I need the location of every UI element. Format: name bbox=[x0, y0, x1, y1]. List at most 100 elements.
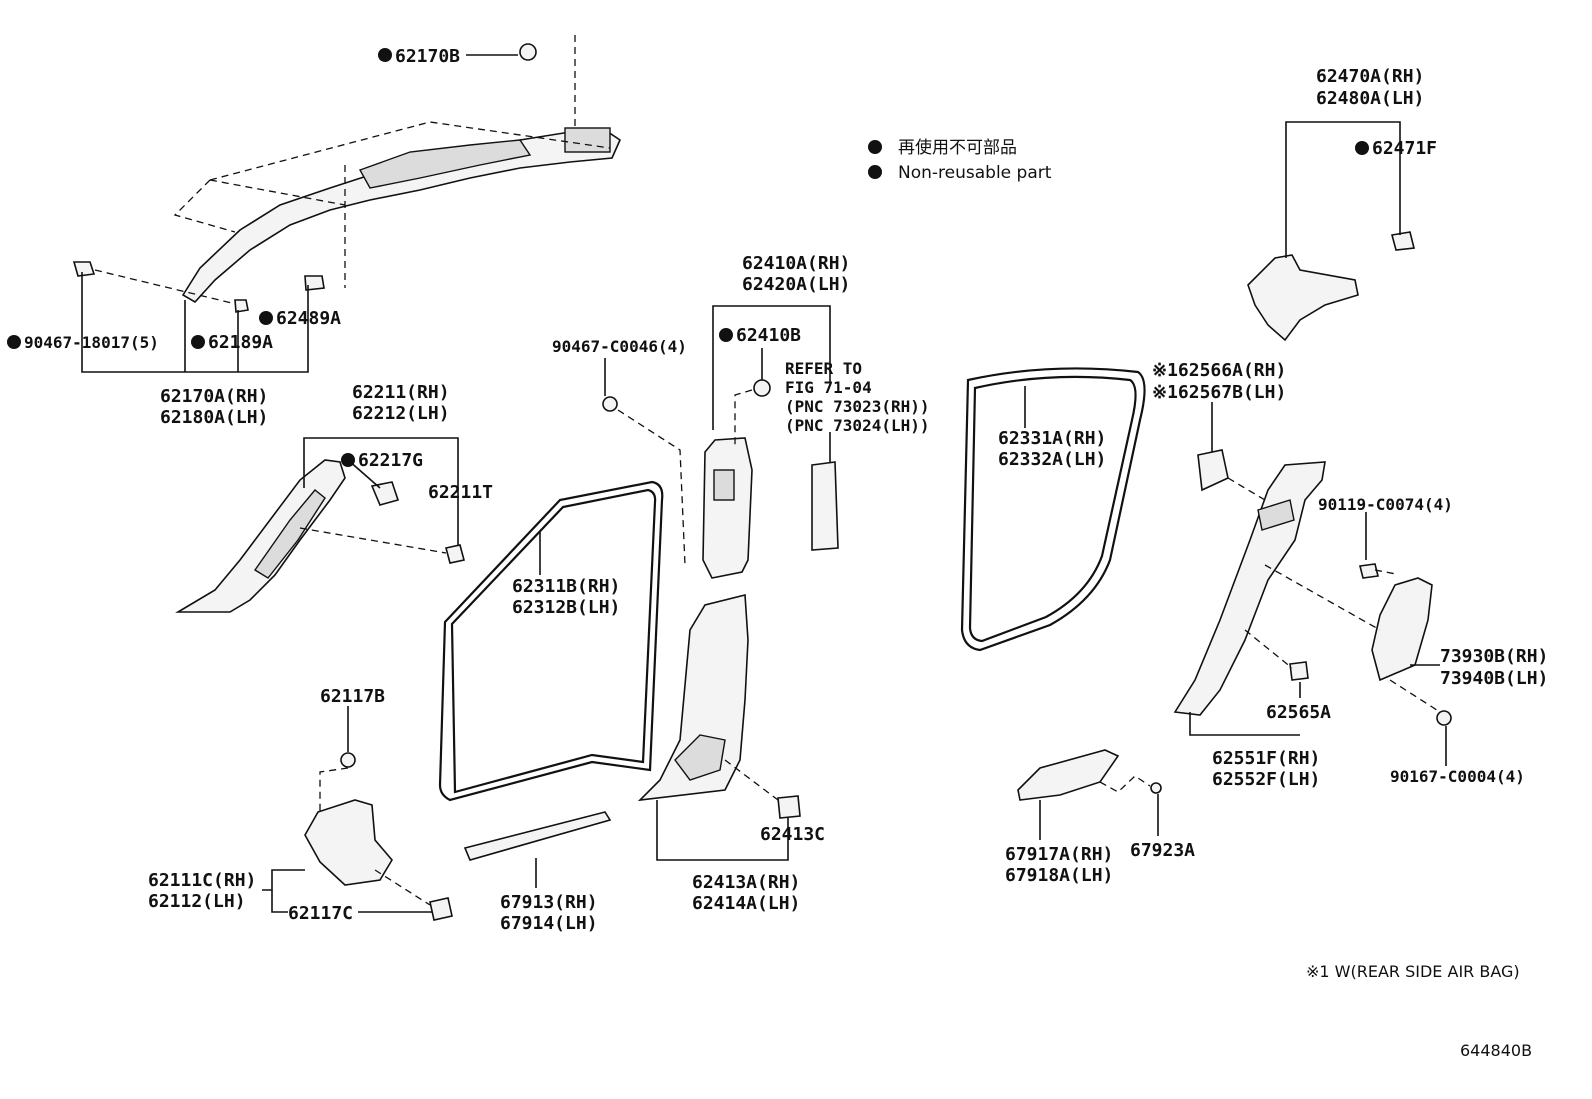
non-reusable-dot-icon bbox=[7, 335, 21, 349]
rear-scuff-plate-group: 67917A(RH) 67918A(LH) 67923A bbox=[1005, 749, 1195, 886]
label-62312B: 62312B(LH) bbox=[512, 597, 620, 618]
label-67914: 67914(LH) bbox=[500, 913, 598, 934]
label-62551F: 62551F(RH) bbox=[1212, 748, 1320, 769]
non-reusable-dot-icon bbox=[191, 335, 205, 349]
label-67918A: 67918A(LH) bbox=[1005, 865, 1113, 886]
label-62471F: 62471F bbox=[1372, 138, 1437, 159]
label-62413C: 62413C bbox=[760, 824, 825, 845]
label-62117B: 62117B bbox=[320, 686, 385, 707]
refer-line-3: (PNC 73023(RH)) bbox=[785, 397, 930, 416]
roof-side-inner-garnish bbox=[1247, 254, 1359, 342]
legend-japanese: 再使用不可部品 bbox=[898, 137, 1017, 158]
label-62566A: ※162566A(RH) bbox=[1152, 360, 1286, 381]
label-62311B: 62311B(RH) bbox=[512, 576, 620, 597]
cowl-side-trim bbox=[304, 799, 393, 886]
nut-90167-C0004 bbox=[1436, 710, 1452, 726]
non-reusable-dot-icon bbox=[1355, 141, 1369, 155]
a-pillar-garnish bbox=[175, 459, 346, 613]
screw-90467-C0046 bbox=[602, 396, 618, 412]
curtain-airbag-group: 62170B 90467-18017(5) 62189A 62489A 6217… bbox=[7, 35, 622, 428]
front-door-weatherstrip-group: 62311B(RH) 62312B(LH) bbox=[438, 480, 664, 802]
label-62470A: 62470A(RH) bbox=[1316, 66, 1424, 87]
label-73930B: 73930B(RH) bbox=[1440, 646, 1548, 667]
clip-62211T bbox=[445, 544, 465, 564]
center-pillar-upper-group: 90467-C0046(4) 62410A(RH) 62420A(LH) 624… bbox=[552, 253, 930, 579]
seat-belt-retractor bbox=[1371, 577, 1433, 682]
clip-62565A bbox=[1289, 661, 1309, 681]
front-scuff-plate-group: 67913(RH) 67914(LH) bbox=[463, 811, 612, 934]
roof-side-garnish-group: 62470A(RH) 62480A(LH) 62471F bbox=[1247, 66, 1437, 342]
label-62211T: 62211T bbox=[428, 482, 493, 503]
clip-90467 bbox=[72, 261, 96, 277]
rear-door-weatherstrip-group: 62331A(RH) 62332A(LH) bbox=[960, 367, 1146, 652]
label-62413A: 62413A(RH) bbox=[692, 872, 800, 893]
label-62211: 62211(RH) bbox=[352, 382, 450, 403]
a-pillar-garnish-group: 62211(RH) 62212(LH) 62217G 62211T bbox=[175, 382, 493, 613]
label-62170A: 62170A(RH) bbox=[160, 386, 268, 407]
clip-62189A bbox=[234, 299, 249, 313]
non-reusable-dot-icon bbox=[341, 453, 355, 467]
airbag-inflator bbox=[358, 139, 532, 189]
center-pillar-lower-group: 62413C 62413A(RH) 62414A(LH) bbox=[637, 593, 825, 914]
quarter-pillar-group: ※162566A(RH) ※162567B(LH) 90119-C0074(4)… bbox=[1152, 360, 1548, 790]
label-67923A: 67923A bbox=[1130, 840, 1195, 861]
label-62112: 62112(LH) bbox=[148, 891, 246, 912]
clip-67923A bbox=[1150, 782, 1162, 794]
bolt-90119-C0074 bbox=[1359, 563, 1379, 579]
legend-english: Non-reusable part bbox=[898, 163, 1052, 183]
center-pillar-upper-garnish bbox=[702, 437, 753, 579]
non-reusable-dot-icon bbox=[378, 48, 392, 62]
airbag-sensor-bracket bbox=[1197, 449, 1229, 492]
airbag-bracket bbox=[564, 127, 611, 153]
refer-line-1: REFER TO bbox=[785, 359, 862, 378]
label-62420A: 62420A(LH) bbox=[742, 274, 850, 295]
label-62410B: 62410B bbox=[736, 325, 801, 346]
label-67917A: 67917A(RH) bbox=[1005, 844, 1113, 865]
clip-62117C bbox=[429, 897, 453, 921]
label-62480A: 62480A(LH) bbox=[1316, 88, 1424, 109]
refer-line-2: FIG 71-04 bbox=[785, 378, 872, 397]
label-62567B: ※162567B(LH) bbox=[1152, 382, 1286, 403]
label-62189A: 62189A bbox=[208, 332, 273, 353]
rear-scuff-plate bbox=[1017, 749, 1120, 801]
front-door-weatherstrip bbox=[438, 480, 664, 802]
clip-62489A bbox=[304, 275, 325, 291]
label-62331A: 62331A(RH) bbox=[998, 428, 1106, 449]
label-62552F: 62552F(LH) bbox=[1212, 769, 1320, 790]
figure-id: 644840B bbox=[1460, 1041, 1532, 1060]
clip-62117B bbox=[340, 752, 356, 768]
label-90467-C0046: 90467-C0046(4) bbox=[552, 337, 687, 356]
label-90167-C0004: 90167-C0004(4) bbox=[1390, 767, 1525, 786]
label-62332A: 62332A(LH) bbox=[998, 449, 1106, 470]
non-reusable-dot-icon bbox=[259, 311, 273, 325]
label-90467-18017: 90467-18017(5) bbox=[24, 333, 159, 352]
clip-62410B bbox=[753, 379, 771, 397]
cowl-side-trim-group: 62117B 62111C(RH) 62112(LH) 62117C bbox=[148, 686, 453, 924]
label-62212: 62212(LH) bbox=[352, 403, 450, 424]
seat-belt-anchor-cover bbox=[811, 461, 839, 551]
label-62565A: 62565A bbox=[1266, 702, 1331, 723]
label-62170B: 62170B bbox=[395, 46, 460, 67]
label-90119-C0074: 90119-C0074(4) bbox=[1318, 495, 1453, 514]
label-62180A: 62180A(LH) bbox=[160, 407, 268, 428]
label-62410A: 62410A(RH) bbox=[742, 253, 850, 274]
legend-dot-icon bbox=[868, 140, 882, 154]
label-62414A: 62414A(LH) bbox=[692, 893, 800, 914]
footnote: ※1 W(REAR SIDE AIR BAG) bbox=[1306, 962, 1520, 981]
bolt-62170B bbox=[519, 43, 537, 61]
clip-62471F bbox=[1391, 231, 1415, 251]
front-scuff-plate bbox=[463, 811, 612, 861]
label-62489A: 62489A bbox=[276, 308, 341, 329]
label-62117C: 62117C bbox=[288, 903, 353, 924]
clip-62413C bbox=[777, 795, 801, 819]
non-reusable-dot-icon bbox=[719, 328, 733, 342]
refer-line-4: (PNC 73024(LH)) bbox=[785, 416, 930, 435]
label-62111C: 62111C(RH) bbox=[148, 870, 256, 891]
rear-door-weatherstrip bbox=[960, 367, 1146, 652]
label-67913: 67913(RH) bbox=[500, 892, 598, 913]
label-73940B: 73940B(LH) bbox=[1440, 668, 1548, 689]
legend: 再使用不可部品 Non-reusable part bbox=[868, 137, 1052, 183]
label-62217G: 62217G bbox=[358, 450, 423, 471]
quarter-pillar-garnish bbox=[1173, 461, 1326, 716]
